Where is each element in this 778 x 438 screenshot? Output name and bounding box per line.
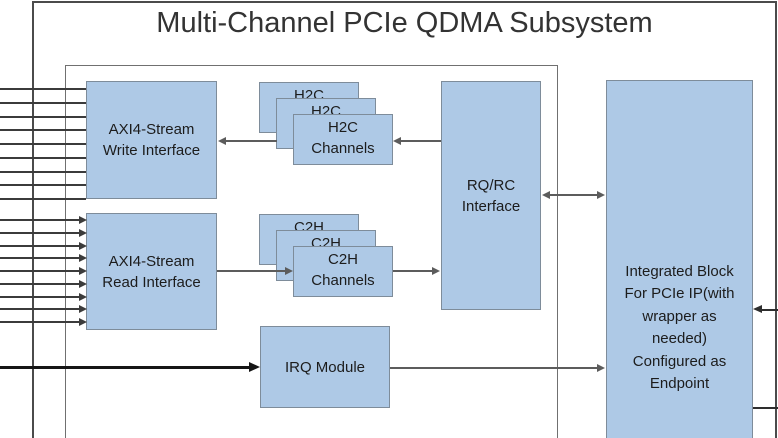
write-input-wire [0, 170, 86, 173]
read-input-arrowhead-icon [79, 279, 87, 288]
arrow-c2h-to-rqrc [393, 270, 432, 272]
block-label-line: Endpoint [649, 375, 710, 392]
block-rq-rc-interface: RQ/RC Interface [441, 81, 541, 310]
block-label-line: needed) [651, 330, 708, 347]
read-input-arrowhead-icon [79, 228, 87, 237]
read-input-wire [0, 219, 79, 221]
dma-core-inner-frame [65, 65, 558, 438]
arrowhead-irq-input-icon [249, 362, 260, 372]
read-input-arrowhead-icon [79, 241, 87, 250]
write-input-wire [0, 143, 86, 145]
read-input-arrowhead-icon [79, 216, 87, 224]
c2h-channels-box-front: C2H Channels [293, 246, 393, 297]
stack-label-line: Channels [311, 140, 375, 157]
block-label-line: AXI4-Stream [108, 252, 195, 270]
block-integrated-pcie: Integrated Block For PCIe IP(with wrappe… [606, 80, 753, 438]
arrow-rqrc-to-h2c [401, 140, 441, 142]
read-input-wire [0, 308, 79, 311]
block-label-line: Write Interface [102, 142, 201, 159]
write-input-wire [0, 129, 86, 132]
read-input-arrowhead-icon [79, 305, 87, 314]
stack-label-line: Channels [311, 272, 375, 289]
write-input-wire [0, 88, 86, 90]
arrowhead-read-to-c2h-icon [285, 267, 293, 275]
arrowhead-irq-to-block-icon [597, 364, 605, 372]
read-input-wire [0, 231, 79, 234]
arrowhead-c2h-to-rqrc-icon [432, 267, 440, 275]
stack-label-line: H2C [327, 119, 358, 136]
write-input-wire [0, 115, 86, 118]
block-label-line: wrapper as [642, 307, 717, 325]
block-label-line: Integrated Block [625, 262, 734, 280]
read-input-arrowhead-icon [79, 254, 87, 263]
block-axi4-stream-read-interface: AXI4-Stream Read Interface [86, 213, 217, 330]
arrowhead-external-into-block-icon [753, 305, 762, 313]
block-label-line: For PCIe IP(with [624, 285, 735, 302]
arrow-read-to-c2h [217, 270, 285, 272]
read-input-wire [0, 257, 79, 260]
block-label-line: Interface [461, 197, 521, 215]
external-pcie-in-line [762, 309, 778, 311]
read-input-wire [0, 244, 79, 247]
diagram-title: Multi-Channel PCIe QDMA Subsystem [156, 7, 653, 39]
read-input-arrowhead-icon [79, 267, 87, 275]
arrowhead-block-to-rqrc-icon [542, 191, 550, 199]
write-input-wire [0, 184, 86, 187]
write-input-wire [0, 198, 86, 200]
write-input-wire [0, 156, 86, 159]
read-input-wire [0, 270, 79, 272]
arrow-rqrc-block-bidirectional [550, 194, 597, 196]
irq-input-wire [0, 366, 250, 369]
arrow-h2c-to-write [226, 140, 277, 142]
read-input-wire [0, 295, 79, 298]
arrowhead-h2c-to-write-icon [218, 137, 226, 145]
read-input-arrowhead-icon [79, 292, 87, 301]
read-input-wire [0, 321, 79, 323]
block-irq-module: IRQ Module [260, 326, 390, 408]
arrowhead-rqrc-to-block-icon [597, 191, 605, 199]
arrow-irq-to-block [390, 367, 597, 369]
arrowhead-rqrc-to-h2c-icon [393, 137, 401, 145]
block-label-line: RQ/RC [466, 176, 516, 194]
block-label-line: Read Interface [102, 273, 201, 291]
h2c-channels-box-front: H2C Channels [293, 114, 393, 165]
write-input-wire [0, 101, 86, 104]
read-input-arrowhead-icon [79, 318, 87, 326]
block-label-line: Configured as [632, 352, 727, 370]
block-axi4-stream-write-interface: AXI4-Stream Write Interface [86, 81, 217, 199]
block-label-line: IRQ Module [284, 358, 366, 376]
block-label-line: AXI4-Stream [108, 121, 195, 138]
stack-label-line: C2H [327, 251, 358, 268]
read-input-wire [0, 282, 79, 285]
external-pcie-out-line [753, 407, 778, 409]
